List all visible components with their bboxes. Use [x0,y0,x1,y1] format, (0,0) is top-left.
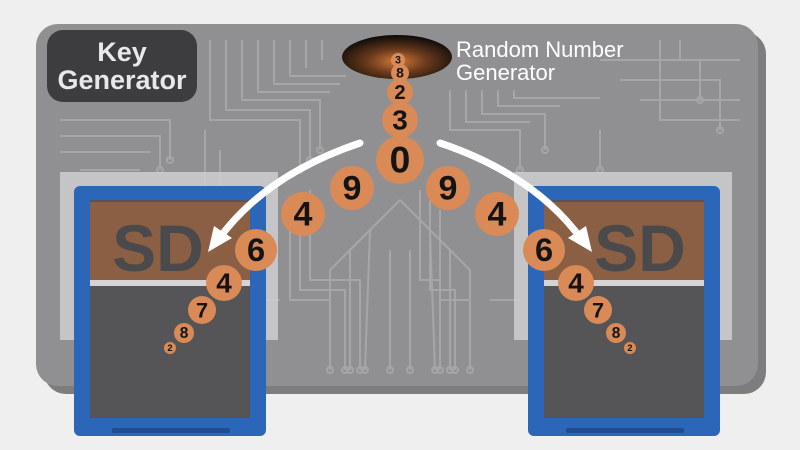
right-card-sd-text: SD [594,211,686,285]
right-arrow [436,139,586,244]
key-generator-label: Key Generator [47,30,197,102]
digit-bubble [426,166,470,210]
key-generator-label-line2: Generator [57,65,187,95]
digit-bubble [475,192,519,236]
digit-label: 8 [180,325,189,342]
digit-label: 6 [535,231,553,268]
left-card-sd-text: SD [112,211,204,285]
digit-label: 2 [394,82,405,104]
digit-label: 6 [247,231,265,268]
rng-label: Random Number Generator [456,38,624,84]
left-arrowhead [208,226,232,252]
digit-label: 0 [390,138,411,180]
key-generator-label-line1: Key [97,37,147,67]
left-sd-card: SD [74,186,266,436]
digit-bubble [174,323,194,343]
rng-label-line1: Random Number [456,37,624,62]
digit-bubble [281,192,325,236]
digit-label: 7 [196,297,208,322]
digit-bubble [391,53,405,67]
digit-bubble [584,296,612,324]
right-arrowhead [568,226,592,252]
digit-bubble [523,229,565,271]
digit-label: 7 [592,297,604,322]
arrows [208,139,592,252]
digit-label: 4 [488,195,507,233]
digit-bubble [558,265,594,301]
digit-label: 2 [167,343,172,353]
digit-bubble [164,342,176,354]
digit-bubble [206,265,242,301]
digit-label: 4 [568,267,584,298]
digit-label: 4 [216,267,232,298]
digit-bubble [376,136,424,184]
digit-label: 8 [612,325,621,342]
digit-bubble [188,296,216,324]
digit-label: 3 [395,55,401,67]
left-arrow [214,139,364,244]
rng-label-line2: Generator [456,60,556,85]
digit-label: 9 [343,169,362,207]
digit-label: 8 [396,65,404,81]
digit-label: 4 [294,195,313,233]
digit-label: 9 [439,169,458,207]
digit-bubble [330,166,374,210]
digit-bubble [391,64,409,82]
digit-bubble [382,102,418,138]
digit-bubble [606,323,626,343]
right-sd-card: SD [528,186,720,436]
circuit-traces [60,40,740,371]
digit-bubble [624,342,636,354]
digit-label: 3 [392,104,408,135]
digit-bubble [387,79,413,105]
digit-label: 2 [627,343,632,353]
digit-bubble [235,229,277,271]
